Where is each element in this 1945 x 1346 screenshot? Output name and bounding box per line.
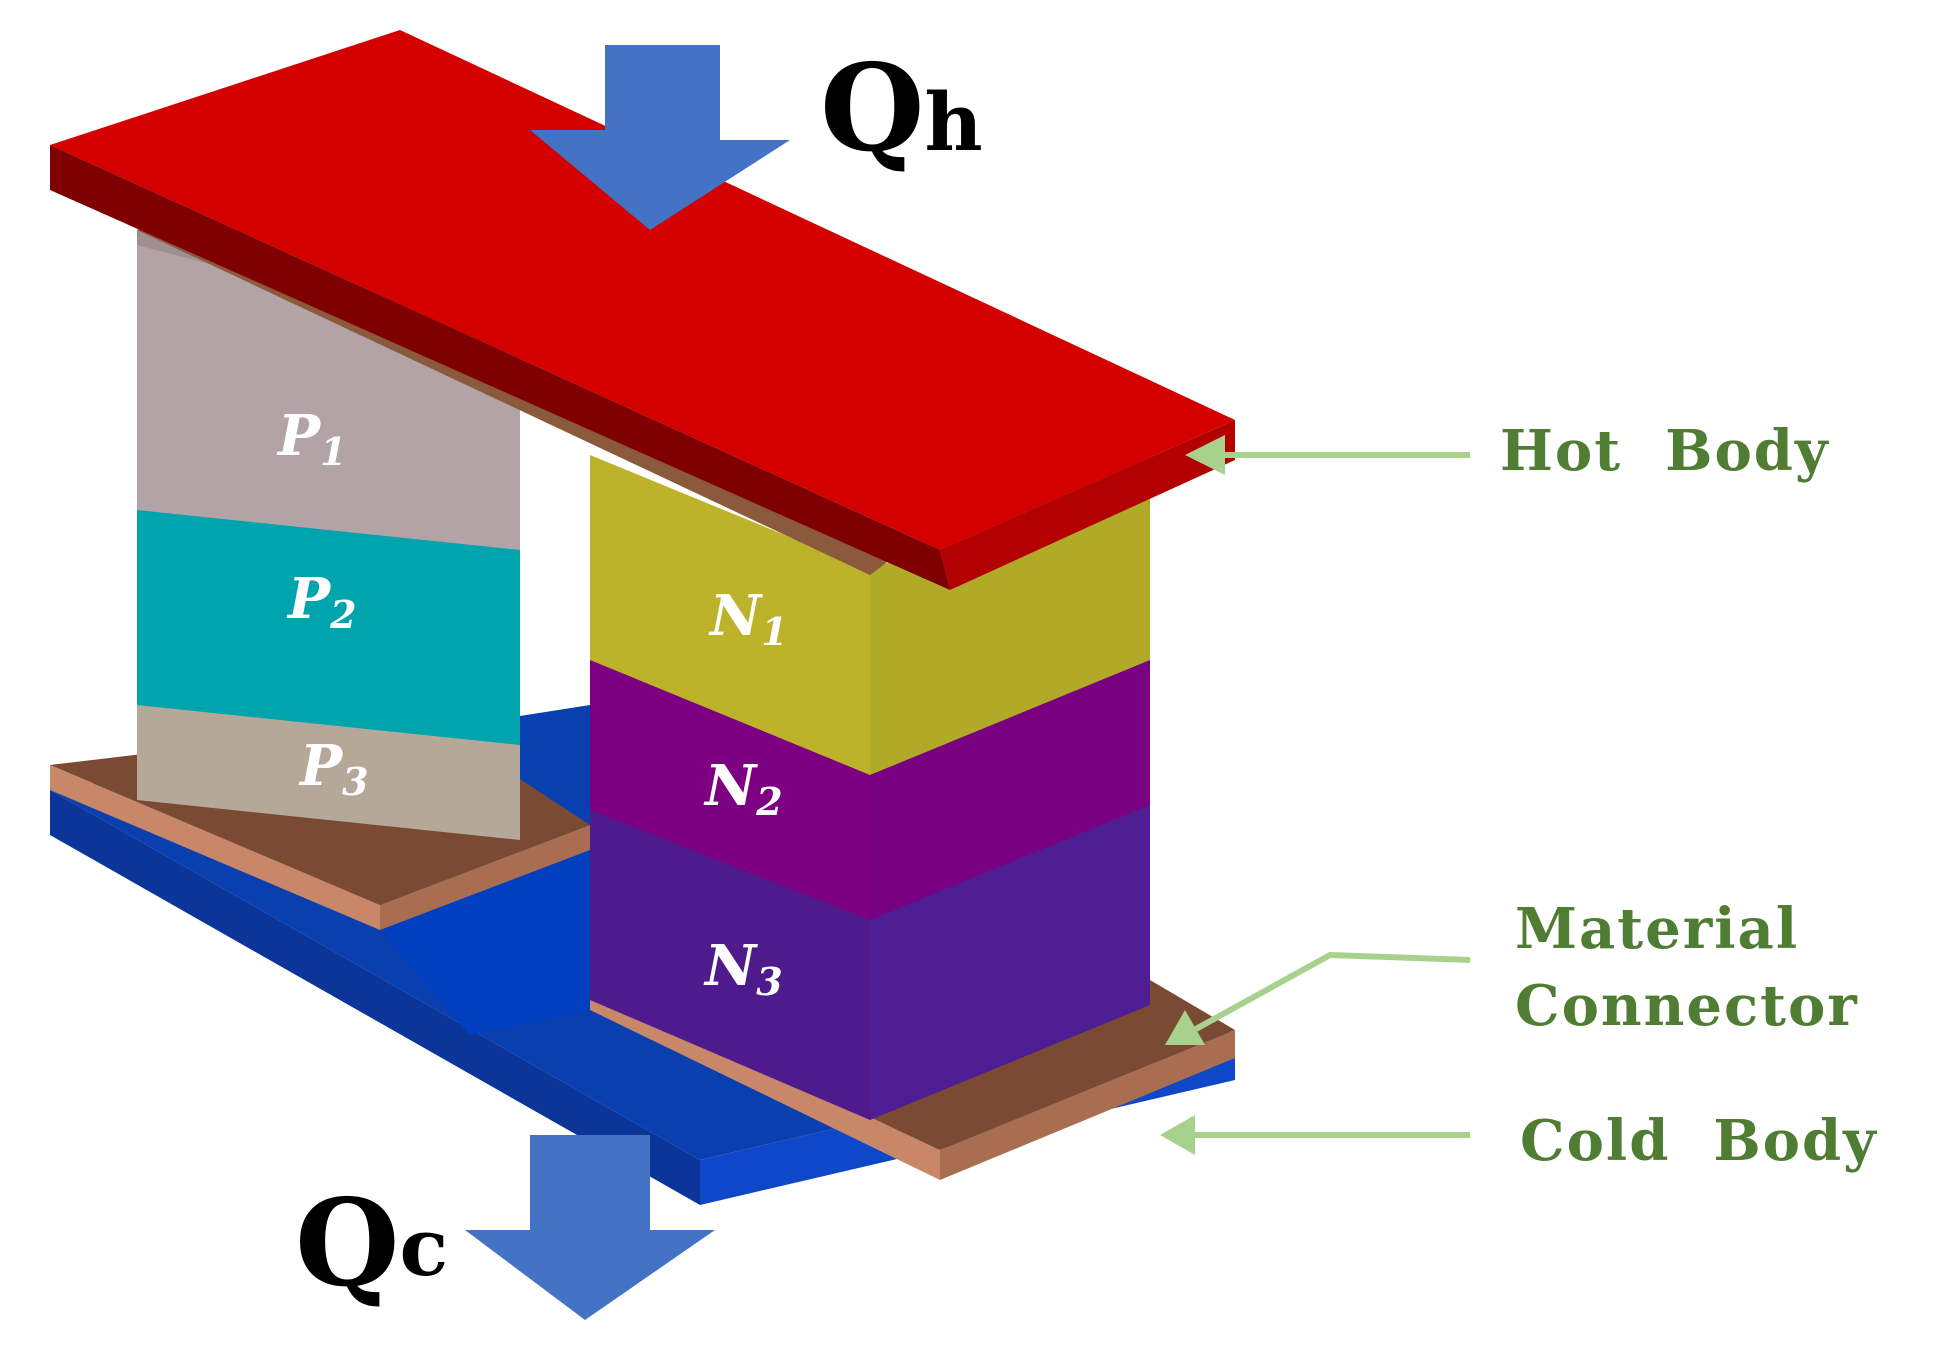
right-connector-side	[940, 1030, 1235, 1180]
hot-body-side	[940, 420, 1235, 590]
n3-label: N3	[703, 933, 783, 1004]
cold-body-exposed	[380, 850, 590, 1035]
cold-body-leader-arrowhead	[1160, 1115, 1195, 1155]
p3-segment	[137, 702, 520, 840]
n2-segment-front	[590, 655, 870, 920]
material-connector-callout-line1: Material	[1515, 896, 1799, 962]
hot-body-leader-arrowhead	[1185, 435, 1225, 475]
p2-segment	[137, 505, 520, 745]
n1-segment-front	[590, 455, 870, 775]
cold-body-callout: Cold Body	[1520, 1108, 1878, 1174]
material-connector-callout-line2: Connector	[1515, 973, 1859, 1039]
hot-body	[50, 30, 1235, 590]
p3-label: P3	[298, 733, 369, 804]
n1-label: N1	[708, 583, 788, 654]
connector-leader	[1183, 951, 1471, 1038]
connector-leader-arrowhead	[1165, 1010, 1205, 1045]
p1-label: P1	[276, 403, 347, 474]
p2-label: P2	[286, 566, 357, 637]
left-connector-front	[50, 765, 380, 930]
leader-lines	[1160, 435, 1471, 1155]
n-leg	[590, 455, 1150, 1120]
left-connector-side	[380, 825, 590, 930]
n3-segment-front	[590, 805, 870, 1120]
n2-segment-side	[870, 655, 1150, 920]
hot-heat-arrow	[530, 45, 790, 230]
hot-body-callout: Hot Body	[1500, 418, 1830, 484]
hot-heat-label: Qh	[820, 38, 983, 179]
n1-segment-side	[870, 455, 1150, 775]
n2-label: N2	[703, 753, 783, 824]
cold-body-front	[50, 790, 700, 1205]
hot-body-front	[50, 145, 950, 590]
n3-segment-side	[870, 800, 1150, 1120]
cold-heat-arrow	[465, 1135, 715, 1320]
cold-heat-label: Qc	[295, 1173, 448, 1314]
hot-body-top	[50, 30, 1235, 550]
